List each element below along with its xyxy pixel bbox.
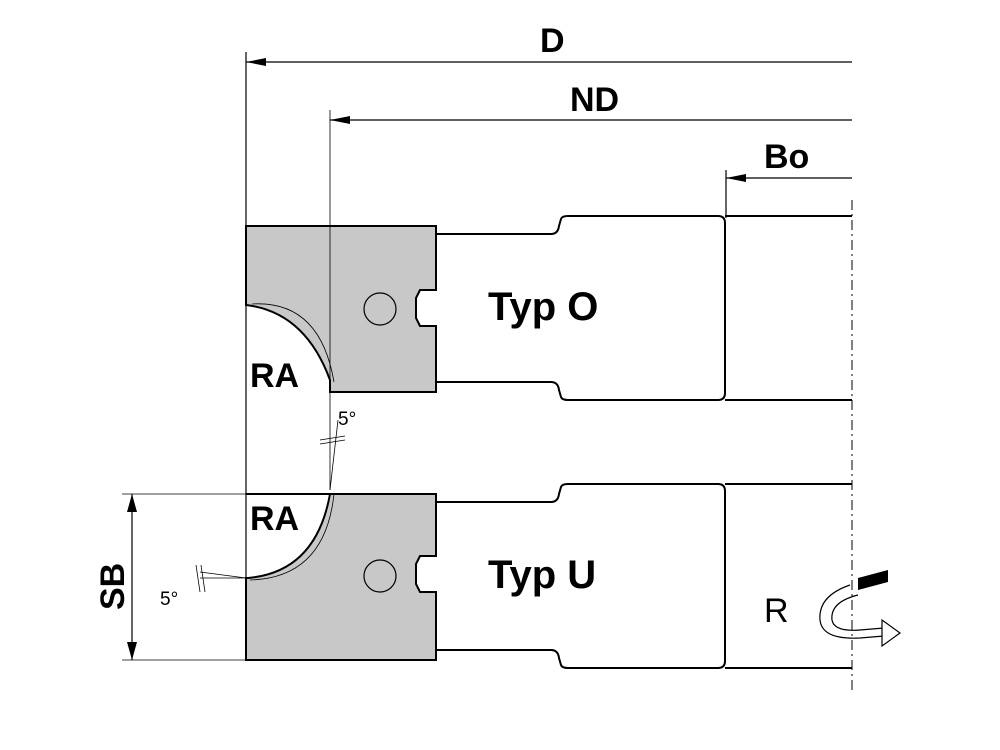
tool-body-typ-o [436,215,726,401]
dimension-sb: SB [94,493,330,661]
screw-hole-typ-o [363,292,397,326]
dimension-nd: ND [329,81,852,230]
angle-bottom-label: 5° [160,589,178,610]
angle-top: 5° [319,392,356,491]
blade-typ-u [245,493,437,661]
dimension-bo-label: Bo [764,138,809,176]
typ-u-label: Typ U [488,553,596,597]
dimension-nd-label: ND [570,81,619,119]
ra-label-bottom: RA [250,500,299,538]
dimension-d-label: D [540,22,565,60]
ra-label-top: RA [250,357,299,395]
tool-body-typ-u [436,483,726,669]
rotation-arrow-icon: R [764,570,902,648]
screw-hole-typ-u [363,559,397,593]
angle-top-label: 5° [338,409,356,430]
tool-typ-o: RA Typ O [245,215,852,401]
angle-bottom: 5° [160,564,248,610]
rotation-label: R [764,592,789,630]
blade-typ-o [245,225,437,393]
typ-o-label: Typ O [488,285,598,329]
dimension-d: D [245,22,852,660]
tool-typ-u: RA Typ U [245,483,852,669]
dimension-bo: Bo [725,138,852,218]
dimension-sb-label: SB [94,563,132,610]
